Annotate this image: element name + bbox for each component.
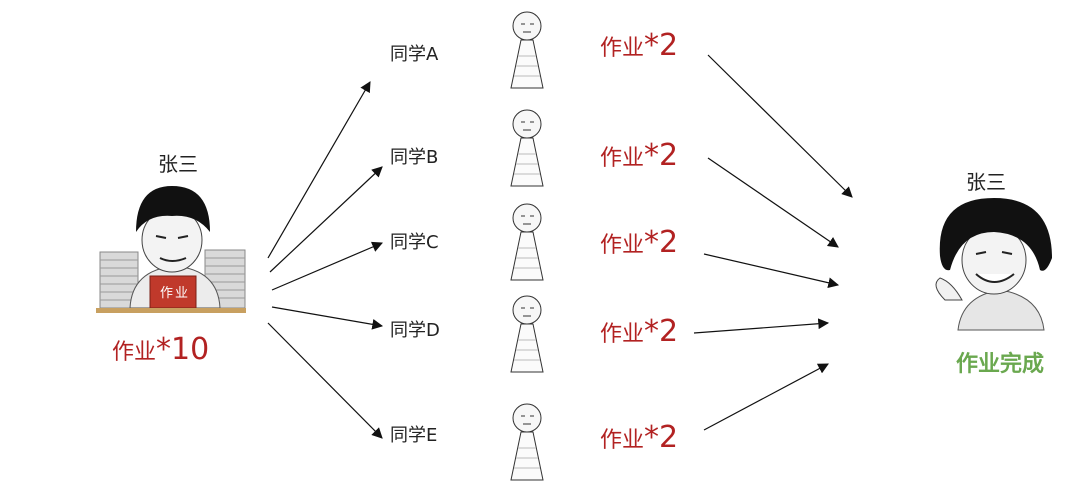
book-label: 作业 (160, 286, 191, 301)
homework-multiplier: *2 (644, 28, 679, 63)
student-label-a: 同学A (390, 44, 439, 65)
homework-multiplier: *2 (644, 314, 679, 349)
homework-word: 作业 (600, 233, 645, 258)
fan-out-arrows (267, 81, 384, 439)
student-homework-a: 作业*2 (600, 28, 678, 63)
fan-in-arrows (693, 54, 853, 431)
homework-word: 作业 (600, 146, 645, 171)
homework-word: 作业 (600, 322, 645, 347)
target-name: 张三 (966, 170, 1006, 194)
homework-multiplier: *2 (644, 420, 679, 455)
student-figure-b (510, 109, 544, 187)
target-person-illustration (935, 198, 1052, 331)
student-figure-a (510, 11, 544, 89)
homework-word: 作业 (600, 36, 645, 61)
homework-multiplier: *2 (644, 225, 679, 260)
source-name: 张三 (158, 152, 198, 176)
student-label-e: 同学E (390, 425, 438, 446)
student-figure-c (510, 203, 544, 281)
student-figure-e (510, 403, 544, 481)
student-homework-b: 作业*2 (600, 138, 678, 173)
student-homework-c: 作业*2 (600, 225, 678, 260)
student-homework-e: 作业*2 (600, 420, 678, 455)
homework-multiplier: *2 (644, 138, 679, 173)
student-figure-d (510, 295, 544, 373)
source-homework-word: 作业 (112, 340, 157, 365)
student-label-b: 同学B (390, 147, 439, 168)
source-person-illustration (96, 186, 246, 313)
homework-word: 作业 (600, 428, 645, 453)
student-figures (510, 11, 544, 481)
source-homework-multiplier: *10 (156, 332, 210, 367)
source-homework-count: 作业*10 (112, 332, 209, 367)
student-label-d: 同学D (390, 320, 440, 341)
target-status: 作业完成 (956, 352, 1045, 377)
student-label-c: 同学C (390, 232, 439, 253)
student-homework-d: 作业*2 (600, 314, 678, 349)
